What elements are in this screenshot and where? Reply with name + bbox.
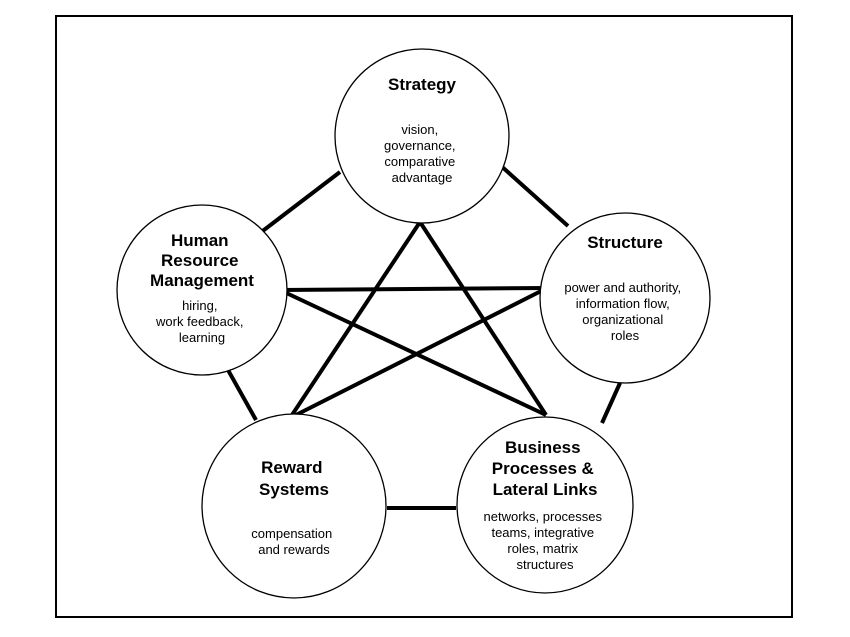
- strategy-desc-line: advantage: [392, 170, 453, 185]
- connector-hr-strategy: [258, 170, 342, 235]
- structure-title-line: Structure: [587, 233, 663, 252]
- reward-systems-desc-line: compensation: [251, 526, 332, 541]
- connector-reward-hr: [226, 369, 258, 421]
- reward-systems-circle: [201, 413, 387, 599]
- human-resource-desc-line: hiring,: [182, 298, 217, 313]
- connector-strategy-reward: [288, 220, 422, 420]
- strategy-desc-line: vision,: [401, 122, 438, 137]
- human-resource-title: Human Resource Management: [150, 231, 254, 290]
- connector-hr-business: [279, 288, 547, 417]
- structure-desc-line: power and authority,: [564, 280, 681, 295]
- human-resource-desc-line: work feedback,: [155, 314, 243, 329]
- business-processes-circle: [456, 416, 634, 594]
- strategy-circle: [334, 48, 510, 224]
- connector-strategy-structure: [498, 163, 570, 228]
- pentagon-connectors: [226, 163, 622, 510]
- structure-title: Structure: [587, 233, 663, 252]
- reward-systems-title-line: Reward: [261, 458, 322, 477]
- strategy-desc-line: comparative: [384, 154, 455, 169]
- reward-systems-desc-line: and rewards: [258, 542, 330, 557]
- connector-structure-reward: [289, 286, 548, 420]
- human-resource-title-line: Management: [150, 271, 254, 290]
- business-processes-desc-line: structures: [516, 557, 574, 572]
- node-structure: Structure power and authority, informati…: [539, 212, 711, 384]
- structure-desc-line: organizational: [582, 312, 663, 327]
- human-resource-desc-line: learning: [179, 330, 225, 345]
- human-resource-title-line: Resource: [161, 251, 238, 270]
- node-strategy: Strategy vision, governance, comparative…: [334, 48, 510, 224]
- reward-systems-title: Reward Systems: [259, 458, 329, 499]
- business-processes-title: Business Processes & Lateral Links: [492, 438, 599, 499]
- connector-structure-business: [600, 382, 622, 424]
- structure-description: power and authority, information flow, o…: [564, 279, 685, 343]
- strategy-title-line: Strategy: [388, 75, 457, 94]
- business-processes-desc-line: teams, integrative: [491, 525, 594, 540]
- reward-systems-description: compensation and rewards: [251, 525, 336, 557]
- human-resource-title-line: Human: [171, 231, 229, 250]
- human-resource-description: hiring, work feedback, learning: [155, 297, 248, 345]
- reward-systems-title-line: Systems: [259, 480, 329, 499]
- strategy-description: vision, governance, comparative advantag…: [384, 121, 460, 185]
- human-resource-circle: [116, 204, 288, 376]
- business-processes-description: networks, processes teams, integrative r…: [484, 508, 607, 572]
- business-processes-title-line: Business: [505, 438, 581, 457]
- business-processes-desc-line: networks, processes: [484, 509, 603, 524]
- node-reward-systems: Reward Systems compensation and rewards: [201, 413, 387, 599]
- business-processes-title-line: Lateral Links: [493, 480, 598, 499]
- business-processes-title-line: Processes &: [492, 459, 594, 478]
- node-human-resource-management: Human Resource Management hiring, work f…: [116, 204, 288, 376]
- strategy-desc-line: governance,: [384, 138, 456, 153]
- strategy-title: Strategy: [388, 75, 457, 94]
- node-business-processes: Business Processes & Lateral Links netwo…: [456, 416, 634, 594]
- structure-desc-line: roles: [611, 328, 640, 343]
- business-processes-desc-line: roles, matrix: [507, 541, 578, 556]
- connector-hr-structure: [279, 286, 548, 292]
- structure-circle: [539, 212, 711, 384]
- structure-desc-line: information flow,: [576, 296, 670, 311]
- star-connectors: [279, 220, 548, 420]
